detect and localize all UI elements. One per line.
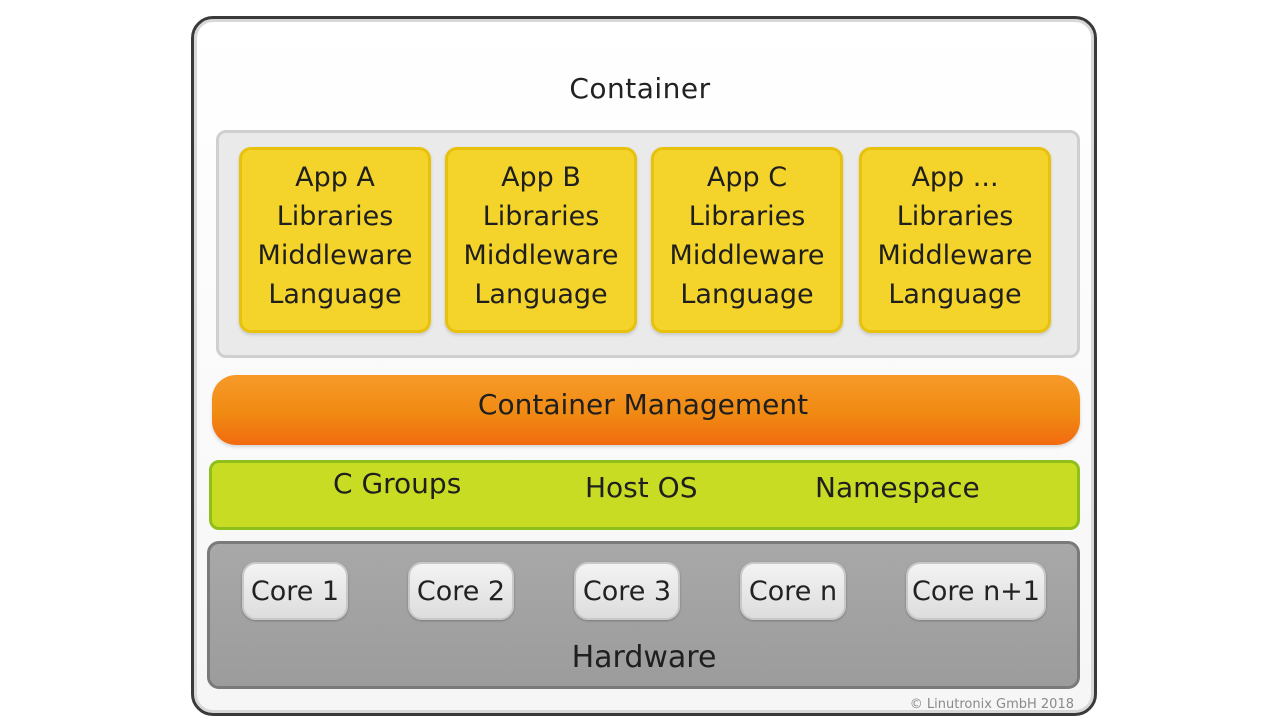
app-libraries: Libraries — [276, 201, 394, 232]
app-middleware: Middleware — [877, 240, 1033, 271]
app-language: Language — [474, 279, 608, 310]
host-os-label: Host OS — [585, 471, 698, 504]
app-libraries: Libraries — [896, 201, 1014, 232]
app-middleware: Middleware — [463, 240, 619, 271]
container-title: Container — [569, 72, 711, 105]
app-box-more: App ... Libraries Middleware Language — [859, 147, 1051, 333]
app-libraries: Libraries — [688, 201, 806, 232]
container-management-label: Container Management — [477, 388, 809, 421]
app-box-b: App B Libraries Middleware Language — [445, 147, 637, 333]
app-name: App A — [295, 162, 375, 193]
app-box-c: App C Libraries Middleware Language — [651, 147, 843, 333]
app-middleware: Middleware — [669, 240, 825, 271]
core-chip-n: Core n — [740, 562, 846, 620]
app-name: App B — [501, 162, 581, 193]
host-os-bar — [209, 460, 1080, 530]
cgroups-label: C Groups — [333, 467, 462, 500]
core-chip-n-plus-1: Core n+1 — [906, 562, 1046, 620]
copyright-notice: © Linutronix GmbH 2018 — [909, 697, 1074, 712]
container-management-bar — [212, 375, 1080, 445]
core-chip-3: Core 3 — [574, 562, 680, 620]
app-box-a: App A Libraries Middleware Language — [239, 147, 431, 333]
app-language: Language — [268, 279, 402, 310]
namespace-label: Namespace — [815, 471, 980, 504]
hardware-label: Hardware — [571, 640, 717, 675]
app-libraries: Libraries — [482, 201, 600, 232]
core-chip-2: Core 2 — [408, 562, 514, 620]
app-middleware: Middleware — [257, 240, 413, 271]
core-chip-1: Core 1 — [242, 562, 348, 620]
app-name: App C — [706, 162, 788, 193]
app-language: Language — [680, 279, 814, 310]
app-name: App ... — [911, 162, 999, 193]
app-language: Language — [888, 279, 1022, 310]
